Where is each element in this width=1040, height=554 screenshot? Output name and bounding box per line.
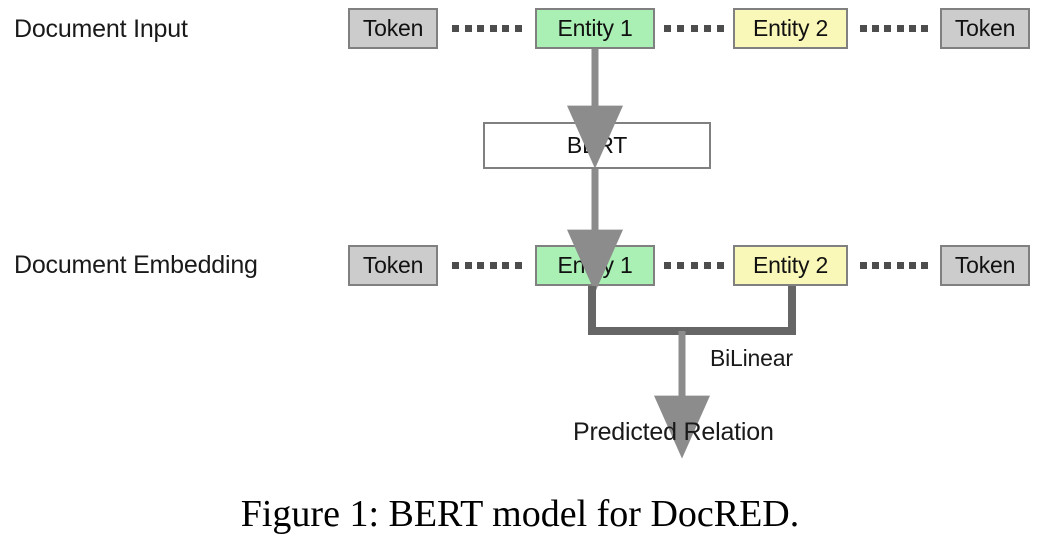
- ellipsis-dot: [677, 25, 685, 32]
- ellipsis-dot: [489, 262, 497, 269]
- node-entity1-input: Entity 1: [535, 8, 655, 49]
- ellipsis-dot: [896, 262, 904, 269]
- ellipsis-dot: [690, 262, 698, 269]
- node-token-embedding-left: Token: [348, 245, 438, 286]
- ellipsis-dot: [884, 262, 892, 269]
- node-entity1-embedding: Entity 1: [535, 245, 655, 286]
- node-token-input-right: Token: [940, 8, 1030, 49]
- ellipsis-dot: [464, 25, 472, 32]
- ellipsis-dot: [703, 25, 711, 32]
- output-label-predicted-relation: Predicted Relation: [573, 418, 774, 446]
- ellipsis-dot: [502, 262, 510, 269]
- ellipsis-dot: [477, 262, 485, 269]
- node-bert-model: BERT: [483, 122, 711, 169]
- ellipsis-dot: [920, 25, 928, 32]
- ellipsis-input-3: [860, 25, 928, 32]
- ellipsis-input-2: [664, 25, 724, 32]
- ellipsis-dot: [872, 25, 880, 32]
- ellipsis-embedding-3: [860, 262, 928, 269]
- bracket-entity-pair: [588, 286, 796, 335]
- node-entity2-input: Entity 2: [733, 8, 848, 49]
- ellipsis-dot: [477, 25, 485, 32]
- ellipsis-embedding-1: [452, 262, 522, 269]
- ellipsis-dot: [908, 25, 916, 32]
- ellipsis-dot: [717, 262, 724, 269]
- ellipsis-dot: [514, 262, 522, 269]
- ellipsis-dot: [677, 262, 685, 269]
- node-entity2-embedding: Entity 2: [733, 245, 848, 286]
- node-token-input-left: Token: [348, 8, 438, 49]
- edge-label-bilinear: BiLinear: [710, 345, 793, 371]
- ellipsis-dot: [896, 25, 904, 32]
- ellipsis-dot: [489, 25, 497, 32]
- ellipsis-dot: [884, 25, 892, 32]
- ellipsis-dot: [860, 262, 867, 269]
- ellipsis-dot: [703, 262, 711, 269]
- ellipsis-dot: [452, 25, 459, 32]
- ellipsis-dot: [860, 25, 867, 32]
- ellipsis-dot: [920, 262, 928, 269]
- row-label-document-embedding: Document Embedding: [14, 251, 258, 279]
- figure-caption: Figure 1: BERT model for DocRED.: [240, 493, 800, 535]
- ellipsis-dot: [690, 25, 698, 32]
- ellipsis-embedding-2: [664, 262, 724, 269]
- ellipsis-dot: [452, 262, 459, 269]
- ellipsis-dot: [872, 262, 880, 269]
- ellipsis-dot: [514, 25, 522, 32]
- ellipsis-dot: [908, 262, 916, 269]
- ellipsis-dot: [717, 25, 724, 32]
- node-token-embedding-right: Token: [940, 245, 1030, 286]
- ellipsis-dot: [464, 262, 472, 269]
- ellipsis-dot: [664, 262, 671, 269]
- ellipsis-dot: [664, 25, 671, 32]
- ellipsis-input-1: [452, 25, 522, 32]
- ellipsis-dot: [502, 25, 510, 32]
- row-label-document-input: Document Input: [14, 15, 188, 43]
